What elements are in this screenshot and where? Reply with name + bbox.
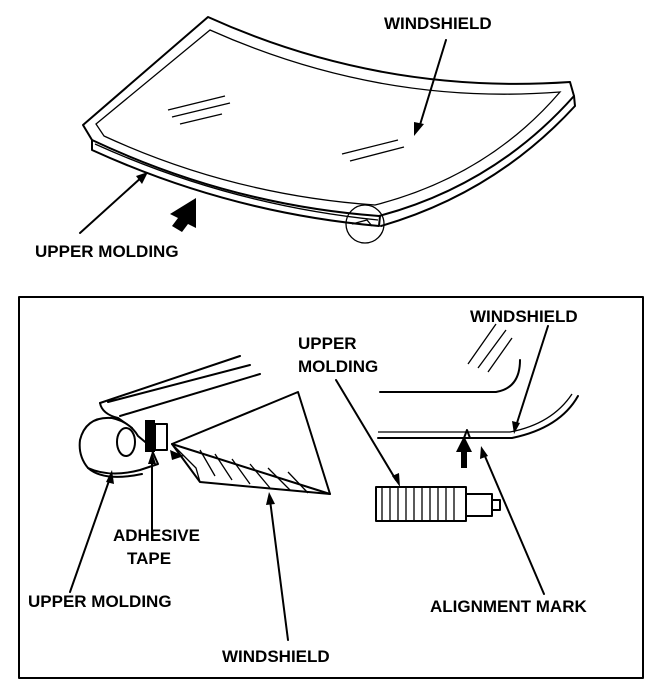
label-adhesive-tape-1: ADHESIVE <box>113 526 200 545</box>
label-top-windshield: WINDSHIELD <box>384 14 492 33</box>
label-right-upper: UPPER <box>298 334 357 353</box>
label-adhesive-tape-2: TAPE <box>127 549 171 568</box>
windshield-top-view <box>79 16 576 244</box>
label-top-upper-molding: UPPER MOLDING <box>35 242 179 261</box>
alignment-detail <box>335 323 579 595</box>
label-alignment-mark: ALIGNMENT MARK <box>430 597 587 616</box>
detail-frame <box>18 296 644 679</box>
label-right-windshield: WINDSHIELD <box>470 307 578 326</box>
molding-cross-section <box>69 355 331 641</box>
label-left-upper-molding: UPPER MOLDING <box>28 592 172 611</box>
label-right-molding: MOLDING <box>298 357 378 376</box>
label-left-windshield: WINDSHIELD <box>222 647 330 666</box>
